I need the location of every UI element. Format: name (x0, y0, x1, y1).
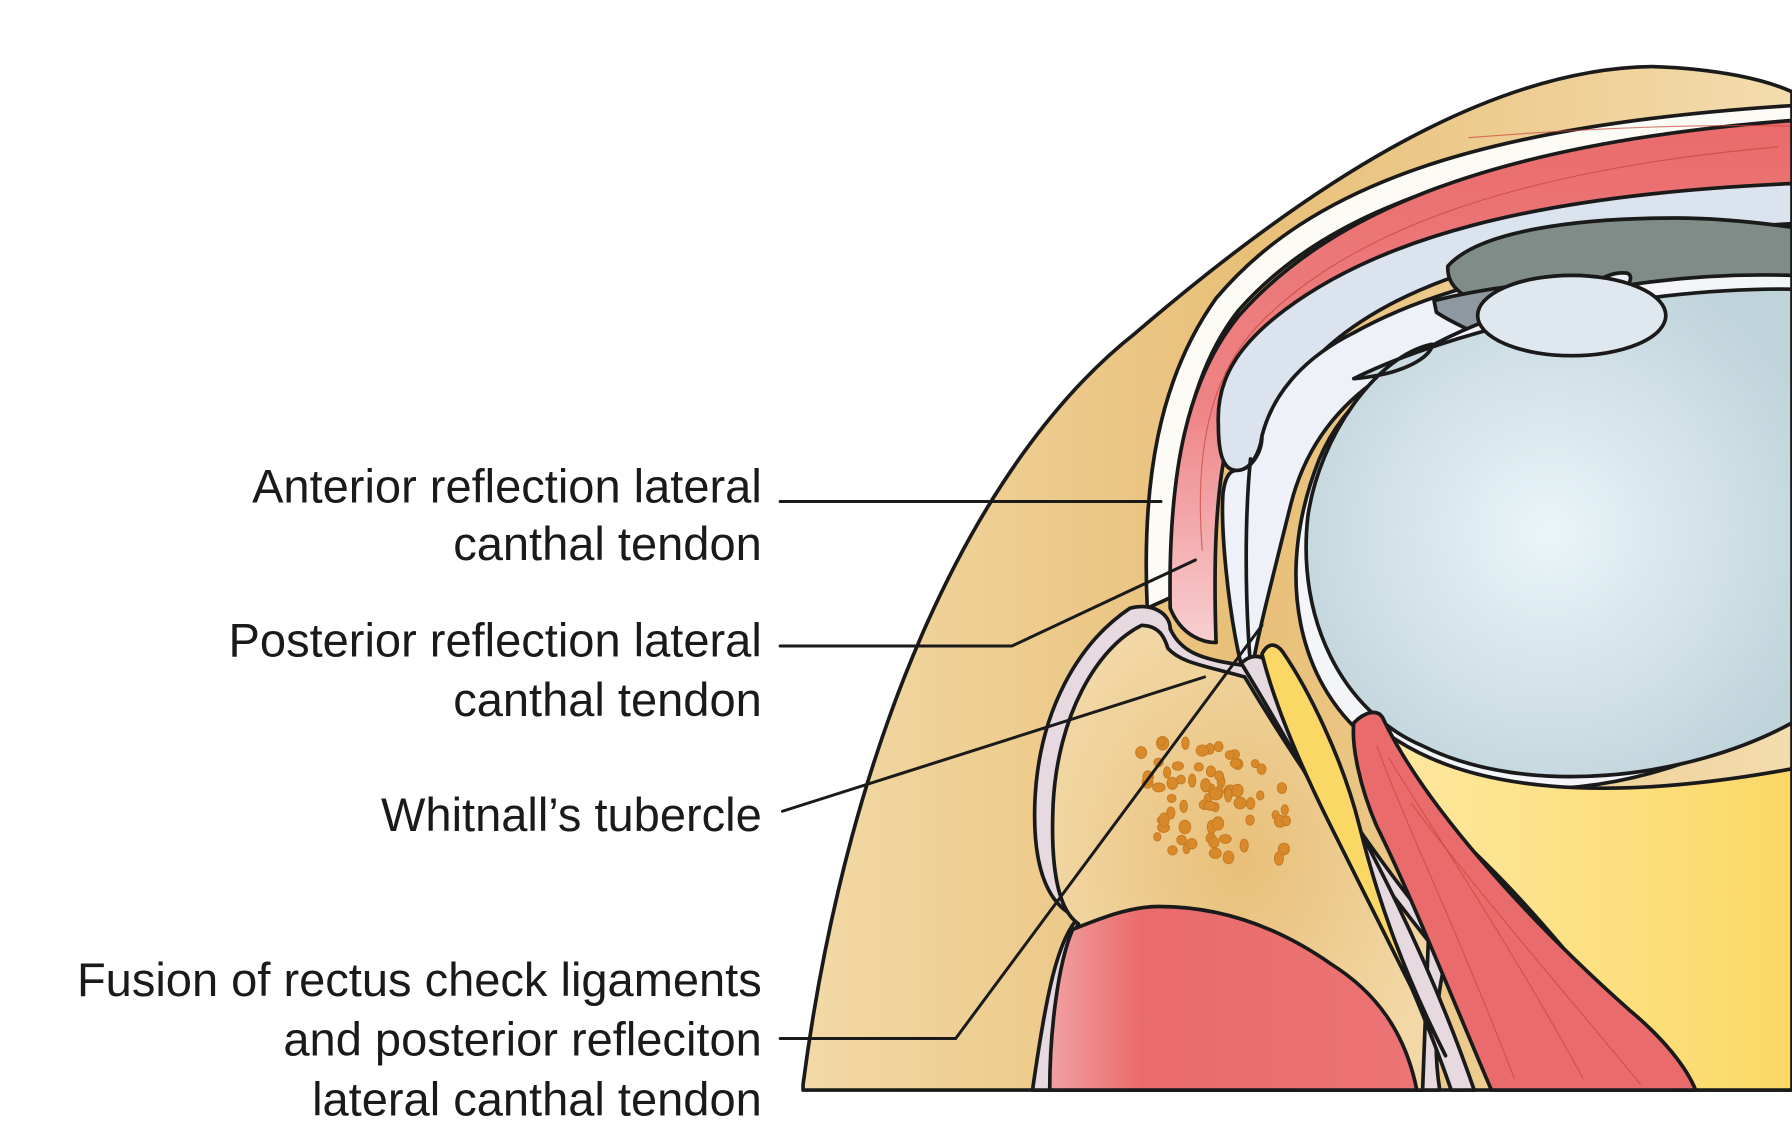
bone-speckle (1222, 850, 1235, 865)
bone-speckle (1181, 736, 1190, 750)
bone-speckle (1153, 832, 1162, 842)
bone-speckle (1231, 783, 1244, 798)
bone-speckle (1250, 759, 1260, 769)
bone-speckle (1152, 782, 1166, 793)
bone-speckle (1224, 787, 1233, 803)
bone-speckle (1208, 836, 1220, 849)
leader-whitnall (780, 675, 1207, 813)
bone-speckle (1166, 776, 1179, 790)
bone-speckle (1171, 761, 1184, 771)
bone-speckle (1229, 758, 1242, 769)
bone-speckle (1209, 787, 1223, 801)
label-posterior-reflection: Posterior reflection lateral canthal ten… (229, 613, 762, 726)
bone-speckle (1163, 766, 1172, 779)
bone-speckle (1188, 773, 1197, 788)
label-anterior-reflection: Anterior reflection lateral canthal tend… (252, 460, 762, 570)
label-line: Whitnall’s tubercle (381, 788, 762, 841)
label-line: lateral canthal tendon (312, 1072, 762, 1125)
label-fusion-check-ligaments: Fusion of rectus check ligaments and pos… (77, 953, 762, 1125)
bone-speckle (1246, 797, 1256, 810)
bone-speckle (1211, 816, 1225, 831)
bone-speckle (1281, 815, 1291, 827)
globe (1294, 273, 1792, 791)
label-line: Fusion of rectus check ligaments (77, 953, 762, 1006)
leader-lines (778, 499, 1264, 1040)
bone-speckle (1245, 814, 1255, 826)
bone-speckle (1176, 774, 1186, 785)
orbital-septum-layer (1144, 103, 1792, 610)
bone-speckle (1193, 762, 1204, 772)
bone-speckle (1213, 741, 1224, 753)
bone-speckle (1256, 763, 1267, 775)
bone-speckle (1239, 838, 1249, 853)
bone-speckle (1273, 851, 1284, 866)
bone-speckle (1256, 790, 1265, 801)
bone-speckle (1157, 737, 1166, 747)
label-line: and posterior refleciton (283, 1013, 761, 1066)
bone-speckle (1280, 804, 1289, 816)
label-whitnalls-tubercle: Whitnall’s tubercle (381, 788, 762, 841)
label-line: Posterior reflection lateral (229, 613, 762, 666)
bone-speckle (1205, 765, 1216, 778)
bone-speckle (1179, 799, 1188, 813)
bone-speckle (1178, 819, 1192, 835)
tubercle-texture (1135, 735, 1291, 866)
bone-speckle (1186, 838, 1198, 850)
bone-speckle (1219, 833, 1232, 844)
bone-speckle (1203, 800, 1217, 811)
leader-posterior (778, 558, 1197, 648)
bone-speckle (1200, 778, 1212, 793)
label-line: canthal tendon (453, 673, 762, 726)
lateral-rectus-muscle (1351, 710, 1698, 1092)
bone-speckle (1176, 834, 1187, 846)
lens (1475, 273, 1668, 358)
bone-speckle (1214, 770, 1224, 781)
bone-speckle (1233, 796, 1247, 810)
bone-speckle (1167, 845, 1178, 856)
bone-speckle (1195, 744, 1209, 757)
temporalis-muscle (1047, 904, 1419, 1092)
leader-fusion (778, 623, 1264, 1040)
bone-speckle (1208, 847, 1222, 859)
bone-speckle (1135, 746, 1148, 759)
bone-speckle (1158, 812, 1170, 827)
bone-speckle (1166, 793, 1177, 804)
label-line: canthal tendon (453, 517, 762, 570)
label-line: Anterior reflection lateral (252, 460, 762, 513)
bone-speckle (1276, 782, 1288, 794)
bone-speckle (1224, 750, 1235, 760)
